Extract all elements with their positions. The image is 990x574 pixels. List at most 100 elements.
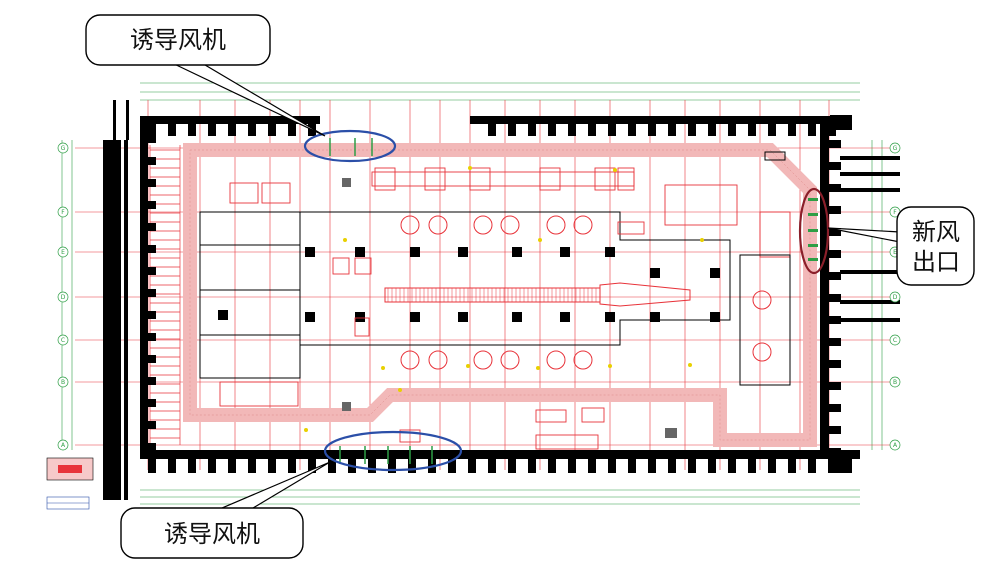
column (560, 247, 570, 257)
column (355, 312, 365, 322)
pier-top (768, 124, 776, 136)
pier-right (829, 404, 841, 412)
pier-left (148, 245, 156, 253)
column (218, 310, 228, 320)
axis-bubble (57, 334, 69, 346)
column (710, 312, 720, 322)
column (710, 268, 720, 278)
corner-block (830, 115, 852, 130)
pier-top (668, 124, 676, 136)
pier-left (148, 311, 156, 319)
pier-bottom (608, 459, 616, 473)
fresh-air-ellipse (798, 187, 830, 275)
axis-label: A (893, 442, 898, 449)
axis-bubble (57, 439, 69, 451)
callout-top-label: 诱导风机 (130, 26, 226, 54)
tank (573, 350, 593, 370)
pier-bottom (568, 459, 576, 473)
tank (400, 215, 420, 235)
axis-label: D (893, 294, 898, 301)
axis-bubble (57, 142, 69, 154)
callout-right-line1: 新风 (912, 218, 960, 246)
pier-top (748, 124, 756, 136)
axis-bubble (57, 376, 69, 388)
pier-left (148, 421, 156, 429)
axis-bubble (889, 142, 901, 154)
pier-right (829, 184, 841, 192)
exterior-stripe (840, 318, 900, 322)
top-equipment-row (371, 167, 635, 191)
pier-bottom (628, 459, 636, 473)
callout-bottom: 诱导风机 (120, 507, 304, 559)
perimeter-walls (140, 116, 860, 459)
fan-ellipse-top (303, 129, 397, 163)
column (410, 312, 420, 322)
axis-label: B (893, 379, 897, 386)
pier-bottom (588, 459, 596, 473)
callout-top: 诱导风机 (85, 14, 271, 66)
column (458, 247, 468, 257)
axis-bubble (57, 246, 69, 258)
inner-outline (199, 211, 731, 379)
exterior-stripe (840, 270, 900, 274)
pier-left (148, 201, 156, 209)
pier-right (829, 448, 841, 456)
axis-label: E (61, 249, 65, 256)
pier-bottom (688, 459, 696, 473)
column (410, 247, 420, 257)
central-ramp (384, 282, 691, 307)
pier-left (148, 443, 156, 451)
tank (473, 215, 493, 235)
pier-bottom (648, 459, 656, 473)
pier-bottom (728, 459, 736, 473)
pier-top (288, 124, 296, 136)
pier-bottom (448, 459, 456, 473)
column (305, 312, 315, 322)
right-equipment-room (739, 254, 791, 386)
pier-left (148, 399, 156, 407)
pier-top (528, 124, 536, 136)
callout-bottom-label: 诱导风机 (164, 520, 260, 548)
column (560, 312, 570, 322)
fan-ellipse-bottom (323, 430, 463, 472)
axis-label: D (61, 294, 66, 301)
pier-right (829, 294, 841, 302)
exterior-stripe (840, 188, 900, 192)
pier-left (148, 289, 156, 297)
pier-left (148, 355, 156, 363)
axis-label: B (61, 379, 65, 386)
pier-top (608, 124, 616, 136)
column (305, 247, 315, 257)
column (512, 247, 522, 257)
axis-label: A (61, 442, 66, 449)
pier-left (148, 179, 156, 187)
right-exterior-structure (840, 156, 900, 322)
axis-bubble (889, 376, 901, 388)
pier-top (228, 124, 236, 136)
tank (500, 350, 520, 370)
pier-top (588, 124, 596, 136)
corner-block (830, 458, 852, 473)
pier-right (829, 272, 841, 280)
fresh-air-vents (808, 198, 818, 261)
interior-columns (218, 247, 720, 322)
pier-top (728, 124, 736, 136)
tank (546, 350, 566, 370)
pier-right (829, 140, 841, 148)
pier-left (148, 377, 156, 385)
pier-bottom (208, 459, 216, 473)
small-dark-squares (342, 151, 786, 438)
tank (546, 215, 566, 235)
left-wall-structure (103, 100, 129, 500)
axis-bubble (889, 439, 901, 451)
pier-bottom (468, 459, 476, 473)
legend-area (46, 457, 94, 510)
column (605, 312, 615, 322)
pier-right (829, 360, 841, 368)
pier-bottom (808, 459, 816, 473)
tank (400, 350, 420, 370)
axis-bubble (889, 334, 901, 346)
axis-label: E (893, 249, 897, 256)
pier-top (268, 124, 276, 136)
